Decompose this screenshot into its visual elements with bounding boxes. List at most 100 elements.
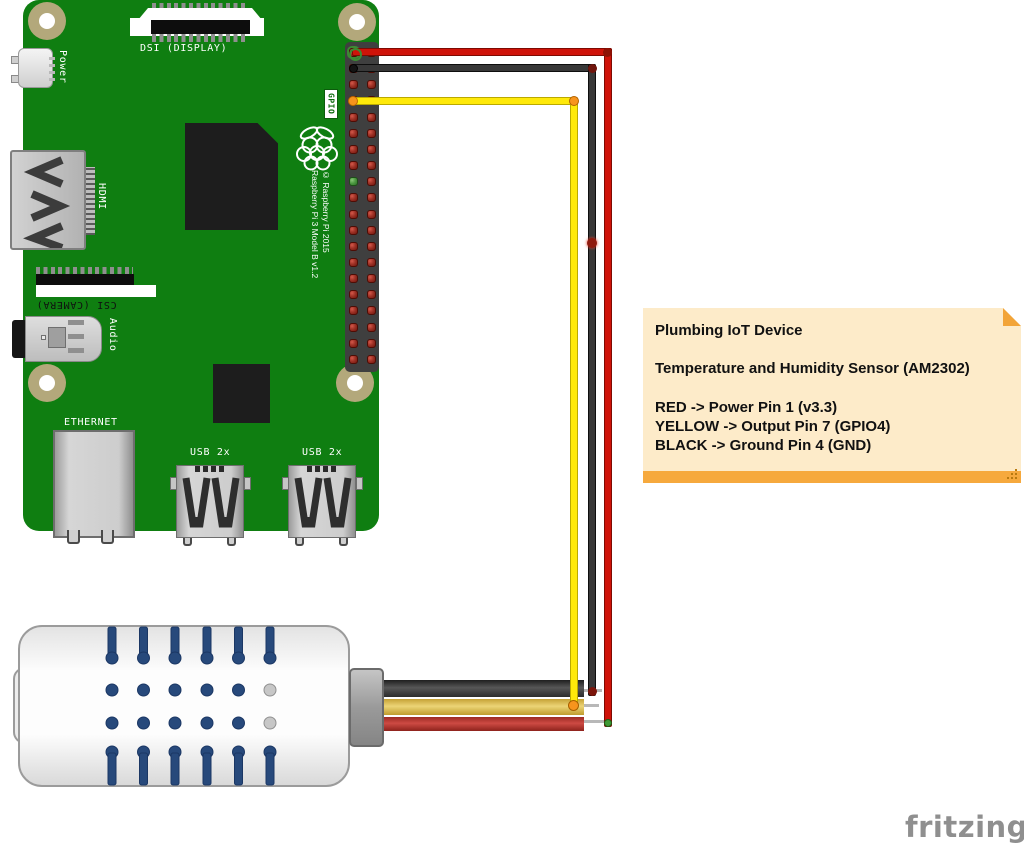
- audio-detail: [48, 327, 66, 348]
- gpio-pin[interactable]: [349, 144, 358, 154]
- hdmi-pins: [86, 167, 95, 235]
- silkscreen-line2: © Raspberry Pi 2015: [321, 170, 331, 253]
- note-wiring-red: RED -> Power Pin 1 (v3.3): [655, 398, 838, 416]
- black-wire-bendpoint[interactable]: [587, 64, 597, 73]
- gpio-pin[interactable]: [349, 112, 358, 122]
- usb-port-right: USB 2x: [282, 447, 363, 557]
- red-wire-horizontal[interactable]: [352, 48, 612, 56]
- usb-leg: [227, 538, 236, 546]
- dsi-teeth-top: [152, 3, 248, 11]
- red-wire-end-dot[interactable]: [604, 719, 612, 727]
- gpio-header[interactable]: [345, 42, 379, 372]
- gpio-pin[interactable]: [367, 322, 376, 332]
- gpio-pin[interactable]: [349, 322, 358, 332]
- gpio-pin[interactable]: [367, 161, 376, 171]
- black-wire-mid-bendpoint[interactable]: [586, 238, 597, 248]
- sensor-vents: [105, 626, 277, 786]
- gpio-pin[interactable]: [349, 354, 358, 364]
- power-pin: [49, 71, 55, 74]
- gpio-label: GPIO: [326, 93, 336, 115]
- dsi-teeth-bottom: [152, 34, 248, 42]
- gpio-pin[interactable]: [367, 144, 376, 154]
- yellow-wire-pin-dot[interactable]: [348, 96, 358, 106]
- usb-right-label: USB 2x: [302, 447, 343, 458]
- sticky-note[interactable]: [643, 308, 1021, 483]
- audio-tab: [68, 334, 84, 339]
- power-label: Power: [57, 50, 68, 84]
- black-wire-vertical[interactable]: [588, 64, 596, 696]
- yellow-wire-bendpoint[interactable]: [569, 96, 579, 106]
- gpio-pin[interactable]: [349, 306, 358, 316]
- csi-connector-body: [36, 285, 156, 297]
- gpio-pin[interactable]: [349, 225, 358, 235]
- gpio-pin[interactable]: [367, 112, 376, 122]
- gpio-pin[interactable]: [349, 257, 358, 267]
- usb-forks: [294, 477, 352, 528]
- csi-cable-slot: [36, 274, 134, 285]
- note-wiring-black: BLACK -> Ground Pin 4 (GND): [655, 437, 872, 455]
- gpio-pin[interactable]: [367, 338, 376, 348]
- sensor-lead-wire: [584, 704, 599, 707]
- gpio-pin[interactable]: [349, 274, 358, 284]
- audio-tab: [68, 320, 84, 325]
- usb-pin: [323, 466, 328, 472]
- usb-pin: [203, 466, 208, 472]
- audio-tab: [68, 348, 84, 353]
- gpio-pin[interactable]: [349, 241, 358, 251]
- gpio-pin[interactable]: [367, 177, 376, 187]
- gpio-pin[interactable]: [367, 290, 376, 300]
- black-wire-end-dot[interactable]: [587, 687, 597, 696]
- gpio-pin[interactable]: [349, 290, 358, 300]
- sensor-yellow-lead: [382, 699, 584, 715]
- ethernet-leg: [67, 530, 80, 544]
- sensor-red-lead: [382, 717, 584, 731]
- gpio-pin[interactable]: [349, 209, 358, 219]
- gpio-pin[interactable]: [367, 80, 376, 90]
- gpio-pin[interactable]: [367, 241, 376, 251]
- gpio-pin[interactable]: [349, 177, 358, 187]
- csi-teeth: [36, 267, 133, 275]
- sensor-cable-boot: [349, 668, 384, 747]
- raspberry-pi-board[interactable]: DSI (DISPLAY) Power HDMI: [10, 0, 379, 546]
- hdmi-label: HDMI: [96, 183, 107, 210]
- note-title: Plumbing IoT Device: [655, 322, 803, 339]
- gpio-label-box: GPIO: [324, 89, 338, 119]
- red-wire-bendpoint[interactable]: [603, 47, 612, 57]
- gpio-pin[interactable]: [367, 193, 376, 203]
- usb-left-label: USB 2x: [190, 447, 231, 458]
- power-connector: [18, 48, 53, 88]
- usb-pin: [195, 466, 200, 472]
- usb-leg: [339, 538, 348, 546]
- dsi-cable-slot: [151, 20, 250, 34]
- gpio-pin[interactable]: [367, 209, 376, 219]
- gpio-pin[interactable]: [349, 128, 358, 138]
- note-bottom-bar: [643, 471, 1021, 483]
- gpio-pin[interactable]: [367, 128, 376, 138]
- gpio-pin[interactable]: [349, 161, 358, 171]
- gpio-pin[interactable]: [367, 354, 376, 364]
- note-resize-grip[interactable]: [1015, 477, 1017, 479]
- ethernet-label: ETHERNET: [64, 417, 118, 428]
- gpio-pin[interactable]: [349, 338, 358, 348]
- yellow-wire-end-dot[interactable]: [568, 700, 579, 711]
- usb-pin: [331, 466, 336, 472]
- yellow-wire-horizontal[interactable]: [352, 97, 578, 105]
- usb-leg: [183, 538, 192, 546]
- black-wire-horizontal[interactable]: [352, 64, 596, 72]
- am2302-sensor[interactable]: [18, 625, 350, 787]
- gpio-pin[interactable]: [349, 193, 358, 203]
- gpio-pin[interactable]: [367, 274, 376, 284]
- pin1-connection-ring[interactable]: [349, 48, 362, 61]
- soc-chip: [185, 123, 278, 230]
- audio-detail-dot: [41, 335, 46, 340]
- gpio-pin[interactable]: [367, 225, 376, 235]
- gpio-pin[interactable]: [349, 80, 358, 90]
- yellow-wire-vertical[interactable]: [570, 97, 578, 710]
- black-wire-pin-dot[interactable]: [349, 64, 358, 73]
- gpio-pin[interactable]: [367, 306, 376, 316]
- gpio-pin[interactable]: [367, 257, 376, 267]
- usb-pin: [219, 466, 224, 472]
- dsi-connector: [138, 8, 262, 20]
- red-wire-vertical[interactable]: [604, 48, 612, 727]
